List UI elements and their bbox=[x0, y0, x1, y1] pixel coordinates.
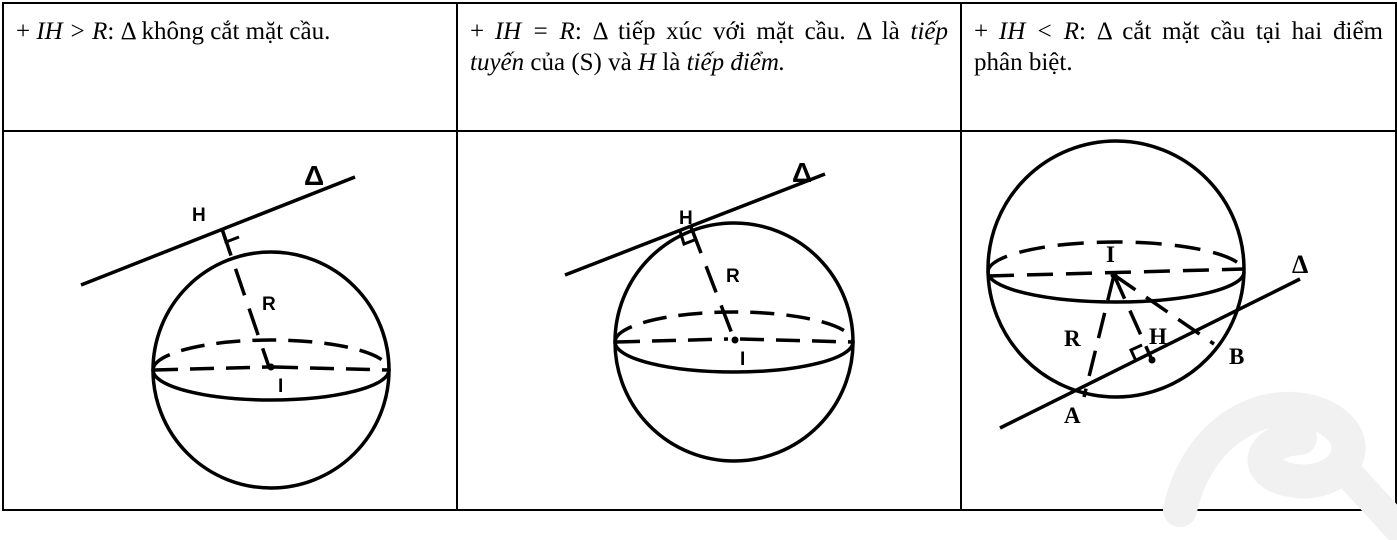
center-point bbox=[267, 363, 275, 371]
case-secant-text: + IH < R: Δ cắt mặt cầu tại hai điểm phâ… bbox=[962, 4, 1395, 78]
label-a: A bbox=[1064, 403, 1081, 428]
case-secant-cell: + IH < R: Δ cắt mặt cầu tại hai điểm phâ… bbox=[960, 2, 1397, 132]
case-outside-cell: + IH > R: Δ không cắt mặt cầu. bbox=[2, 2, 458, 132]
segment-ia bbox=[1082, 274, 1116, 398]
text-run: tiếp tuyến bbox=[470, 18, 949, 76]
figure-outside-cell: Δ H R I bbox=[2, 130, 458, 511]
label-delta: Δ bbox=[1292, 250, 1308, 279]
figure-secant-cell: I R H B A Δ bbox=[960, 130, 1397, 511]
figure-tangent: Δ H R I bbox=[564, 157, 855, 463]
text-run: + bbox=[470, 18, 495, 45]
line-delta bbox=[80, 175, 356, 287]
label-r: R bbox=[1064, 326, 1081, 351]
description-row: + IH > R: Δ không cắt mặt cầu. + IH = R:… bbox=[2, 2, 1397, 132]
segment-ih bbox=[689, 226, 736, 340]
center-point bbox=[1110, 271, 1118, 279]
text-run: + bbox=[974, 18, 999, 45]
case-tangent-text: + IH = R: Δ tiếp xúc với mặt cầu. Δ là t… bbox=[458, 4, 960, 78]
radius-dash-2 bbox=[273, 365, 390, 372]
equator-back bbox=[613, 310, 855, 343]
case-outside-text: + IH > R: Δ không cắt mặt cầu. bbox=[4, 4, 456, 47]
text-run: : Δ tiếp xúc với mặt cầu. Δ là bbox=[574, 18, 911, 45]
equator-front bbox=[151, 369, 391, 402]
case-tangent-cell: + IH = R: Δ tiếp xúc với mặt cầu. Δ là t… bbox=[456, 2, 962, 132]
right-angle-mark bbox=[678, 230, 698, 246]
label-i: I bbox=[740, 349, 745, 370]
text-run: là bbox=[656, 49, 687, 76]
figure-secant: I R H B A Δ bbox=[986, 139, 1308, 430]
figure-outside: Δ H R I bbox=[80, 160, 391, 490]
label-h: H bbox=[192, 205, 206, 226]
label-h: H bbox=[679, 208, 693, 229]
figure-tangent-cell: Δ H R I bbox=[456, 130, 962, 511]
text-run: : Δ không cắt mặt cầu. bbox=[107, 18, 331, 45]
label-b: B bbox=[1229, 344, 1244, 369]
label-delta: Δ bbox=[304, 160, 324, 191]
right-angle-mark bbox=[220, 228, 240, 244]
figure-row: Δ H R I Δ H bbox=[2, 130, 1397, 511]
segment-ib bbox=[1113, 273, 1215, 346]
radius-dash bbox=[615, 337, 729, 344]
text-run: IH = R bbox=[494, 18, 575, 45]
equator-front bbox=[986, 271, 1246, 304]
segment-ih bbox=[220, 228, 271, 368]
line-delta bbox=[564, 172, 826, 277]
text-run: IH < R bbox=[998, 18, 1079, 45]
equator-front bbox=[613, 341, 855, 374]
radius-dash-2 bbox=[739, 337, 853, 344]
text-run: IH > R bbox=[36, 18, 108, 45]
radius-dash bbox=[153, 365, 270, 372]
label-delta: Δ bbox=[792, 157, 812, 188]
segment-ih bbox=[1112, 274, 1154, 361]
equator-back bbox=[986, 240, 1246, 273]
text-run: + bbox=[16, 18, 37, 45]
label-i: I bbox=[1106, 242, 1115, 267]
text-run: tiếp điểm. bbox=[686, 49, 786, 76]
text-run: H bbox=[637, 49, 657, 76]
center-point bbox=[731, 336, 739, 344]
foot-point bbox=[1148, 356, 1156, 364]
sphere-line-position-table: + IH > R: Δ không cắt mặt cầu. + IH = R:… bbox=[2, 2, 1397, 511]
right-angle-mark bbox=[1129, 343, 1143, 362]
text-run: : Δ cắt mặt cầu tại hai điểm phân biệt. bbox=[974, 18, 1383, 76]
label-i: I bbox=[278, 376, 283, 397]
label-r: R bbox=[262, 294, 276, 315]
label-r: R bbox=[726, 266, 740, 287]
label-h: H bbox=[1149, 324, 1167, 349]
equator-back bbox=[151, 338, 391, 371]
text-run: của (S) và bbox=[524, 49, 638, 76]
